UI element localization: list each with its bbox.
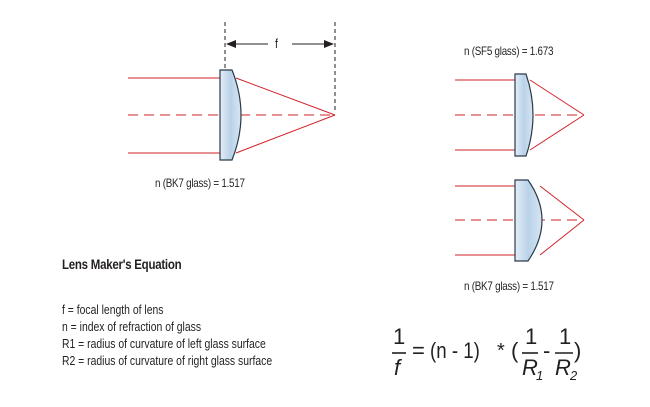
- equation-title: Lens Maker's Equation: [62, 256, 182, 272]
- bk7-ray-out-top: [539, 185, 585, 221]
- lens-sf5: [514, 73, 534, 157]
- term1-denominator: R: [522, 355, 538, 380]
- definition-n: n = index of refraction of glass: [62, 319, 202, 334]
- minus-sign: -: [543, 338, 551, 363]
- open-paren: (: [511, 338, 519, 363]
- bk7-label-left: n (BK7 glass) = 1.517: [155, 176, 245, 190]
- sf5-label: n (SF5 glass) = 1.673: [464, 44, 554, 58]
- definitions-list: f = focal length of lens n = index of re…: [62, 301, 272, 369]
- bk7-lens-rays: [455, 185, 585, 256]
- bk7-ray-out-bottom: [539, 219, 585, 256]
- term1-subscript: 1: [536, 368, 544, 383]
- lens-bk7-small: [514, 179, 543, 262]
- lhs-numerator: 1: [393, 324, 406, 349]
- focal-arrowhead-right: [324, 40, 334, 48]
- term2-numerator: 1: [559, 324, 572, 349]
- bk7-label-right: n (BK7 glass) = 1.517: [464, 279, 554, 293]
- multiply-sign: *: [497, 340, 505, 362]
- lhs-denominator: f: [394, 355, 401, 380]
- sf5-ray-out-bottom: [529, 114, 585, 151]
- ray-out-bottom: [235, 114, 336, 154]
- term1-numerator: 1: [525, 324, 538, 349]
- focal-arrowhead-left: [226, 40, 236, 48]
- focal-length-dimension: [224, 22, 336, 112]
- lens-makers-formula: 1 f = (n - 1) * ( 1 R 1 - 1 R 2 ): [390, 318, 630, 398]
- sf5-ray-out-top: [529, 79, 585, 116]
- ray-out-top: [235, 77, 336, 116]
- equals-sign: =: [412, 338, 425, 363]
- lens-bk7-large: [219, 69, 242, 161]
- definition-r1: R1 = radius of curvature of left glass s…: [62, 336, 266, 351]
- close-paren: ): [574, 338, 582, 363]
- focal-length-label: f: [275, 36, 278, 51]
- definition-f: f = focal length of lens: [62, 302, 164, 317]
- n-minus-one-factor: (n - 1): [430, 338, 480, 363]
- term2-subscript: 2: [570, 368, 578, 383]
- definition-r2: R2 = radius of curvature of right glass …: [62, 353, 273, 368]
- term2-denominator: R: [555, 355, 571, 380]
